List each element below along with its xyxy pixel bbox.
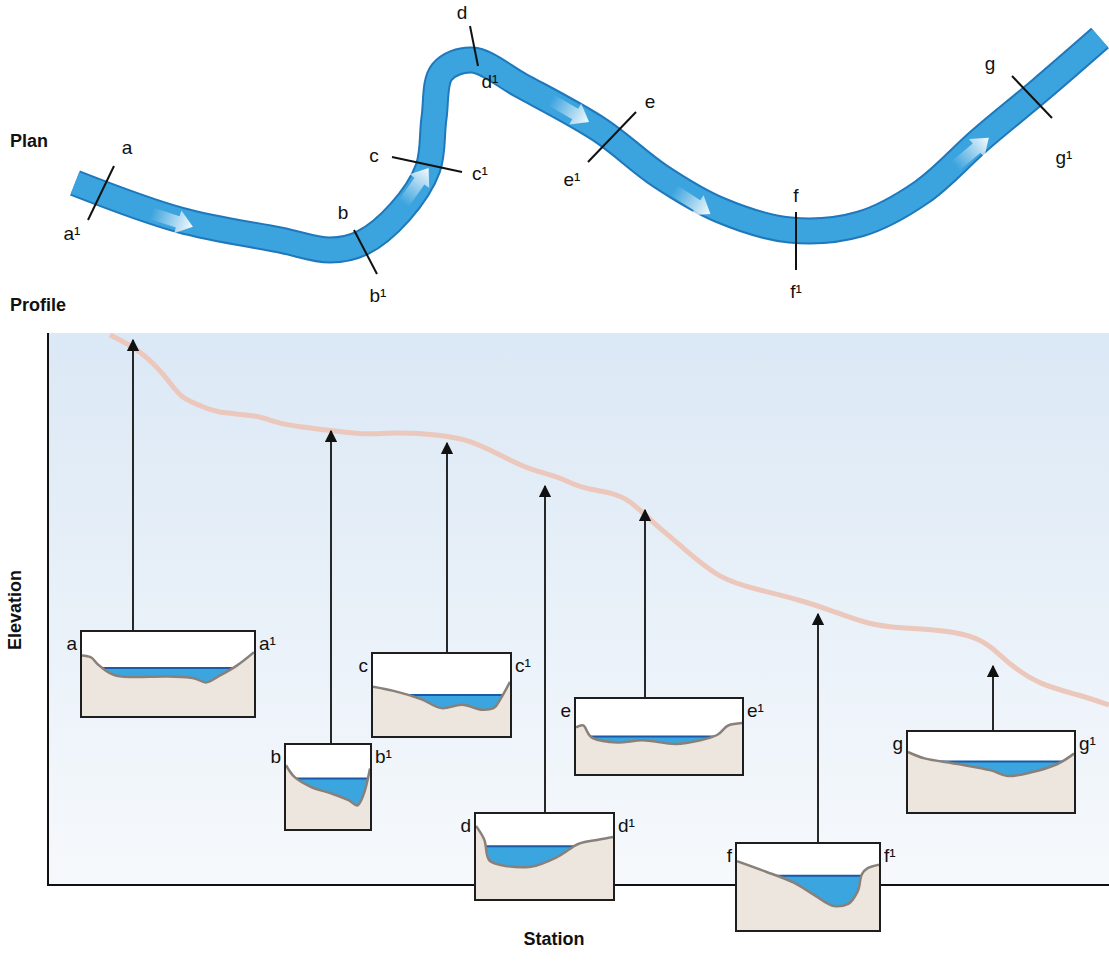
section-label: d¹: [482, 72, 499, 93]
section-label: a¹: [64, 224, 81, 245]
cross-section-drawing: [286, 745, 370, 829]
profile-line: [110, 335, 1109, 705]
section-label: c: [369, 146, 379, 167]
section-label: e¹: [747, 701, 764, 722]
leader-arrows: [133, 340, 993, 842]
section-label: c¹: [515, 656, 531, 677]
section-label: f: [793, 186, 798, 207]
section-label: g¹: [1056, 148, 1073, 169]
cross-section-drawing: [476, 814, 613, 899]
section-label: a¹: [259, 634, 276, 655]
axis-title: Elevation: [6, 570, 26, 650]
cross-section-drawing: [737, 844, 879, 930]
cross-section-box: ff¹: [735, 842, 881, 932]
cross-section-box: bb¹: [284, 743, 372, 831]
section-label: c¹: [472, 164, 488, 185]
cross-section-drawing: [908, 732, 1074, 812]
cross-section-drawing: [373, 654, 510, 736]
profile-ground: [48, 333, 1109, 885]
section-label: b: [338, 203, 349, 224]
section-label: d: [457, 3, 468, 24]
section-label: d¹: [618, 816, 635, 837]
cross-section-drawing: [82, 632, 254, 716]
cross-section-box: aa¹: [80, 630, 256, 718]
section-label: b¹: [375, 747, 392, 768]
section-label: f¹: [884, 846, 896, 867]
section-label: b: [270, 747, 281, 768]
cross-section-box: gg¹: [906, 730, 1076, 814]
river-plan: [75, 38, 1100, 250]
section-label: g: [892, 734, 903, 755]
axis-title: Station: [524, 930, 585, 950]
cross-section-box: ee¹: [574, 697, 744, 776]
section-label: g: [985, 54, 996, 75]
section-label: a: [66, 634, 77, 655]
section-lines: [88, 26, 1052, 274]
axis-title: Plan: [10, 132, 48, 152]
section-label: f: [727, 846, 732, 867]
section-label: e: [560, 701, 571, 722]
section-label: c: [359, 656, 369, 677]
axes: [47, 333, 1109, 886]
section-label: e¹: [564, 170, 581, 191]
section-label: g¹: [1079, 734, 1096, 755]
cross-section-box: dd¹: [474, 812, 615, 901]
section-label: f¹: [790, 282, 802, 303]
section-label: d: [460, 816, 471, 837]
cross-section-drawing: [576, 699, 742, 774]
section-label: e: [645, 92, 656, 113]
flow-arrows: [147, 90, 996, 239]
section-label: b¹: [370, 286, 387, 307]
section-label: a: [122, 138, 133, 159]
axis-title: Profile: [10, 296, 66, 316]
cross-section-box: cc¹: [371, 652, 512, 738]
